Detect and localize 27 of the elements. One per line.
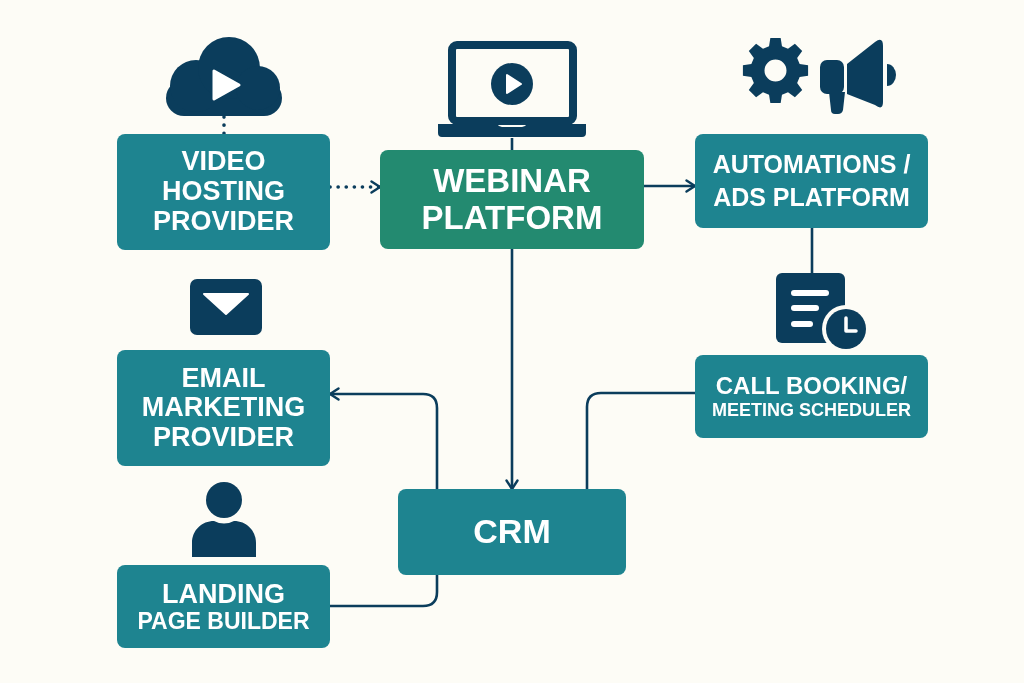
connector-line (810, 228, 814, 273)
document-clock-icon (776, 273, 867, 350)
dotted-connector-line (222, 115, 226, 136)
box-label: PAGE BUILDER (137, 608, 310, 635)
box-label: EMAIL MARKETING PROVIDER (140, 364, 307, 452)
cloud-play-icon (166, 37, 282, 117)
box-label: MEETING SCHEDULER (712, 400, 911, 423)
connector-line (330, 575, 439, 608)
box-label: VIDEO HOSTING PROVIDER (152, 147, 295, 237)
laptop-play-icon (438, 41, 587, 138)
arrow (505, 249, 519, 491)
arrow (328, 387, 439, 489)
system-box (380, 150, 644, 249)
box-label: CALL BOOKING/ (715, 370, 908, 401)
box-label: CRM (473, 513, 551, 551)
box-label: AUTOMATIONS / ADS PLATFORM (711, 149, 912, 213)
system-box (117, 565, 330, 648)
system-box (695, 355, 928, 438)
arrow (644, 179, 697, 193)
system-box (117, 134, 330, 250)
dotted-arrow (328, 180, 382, 194)
system-box (398, 489, 626, 575)
system-box (117, 350, 330, 466)
box-label: LANDING (162, 578, 285, 609)
box-label: WEBINAR PLATFORM (420, 162, 604, 237)
connector-line (585, 391, 695, 489)
system-box (695, 134, 928, 228)
